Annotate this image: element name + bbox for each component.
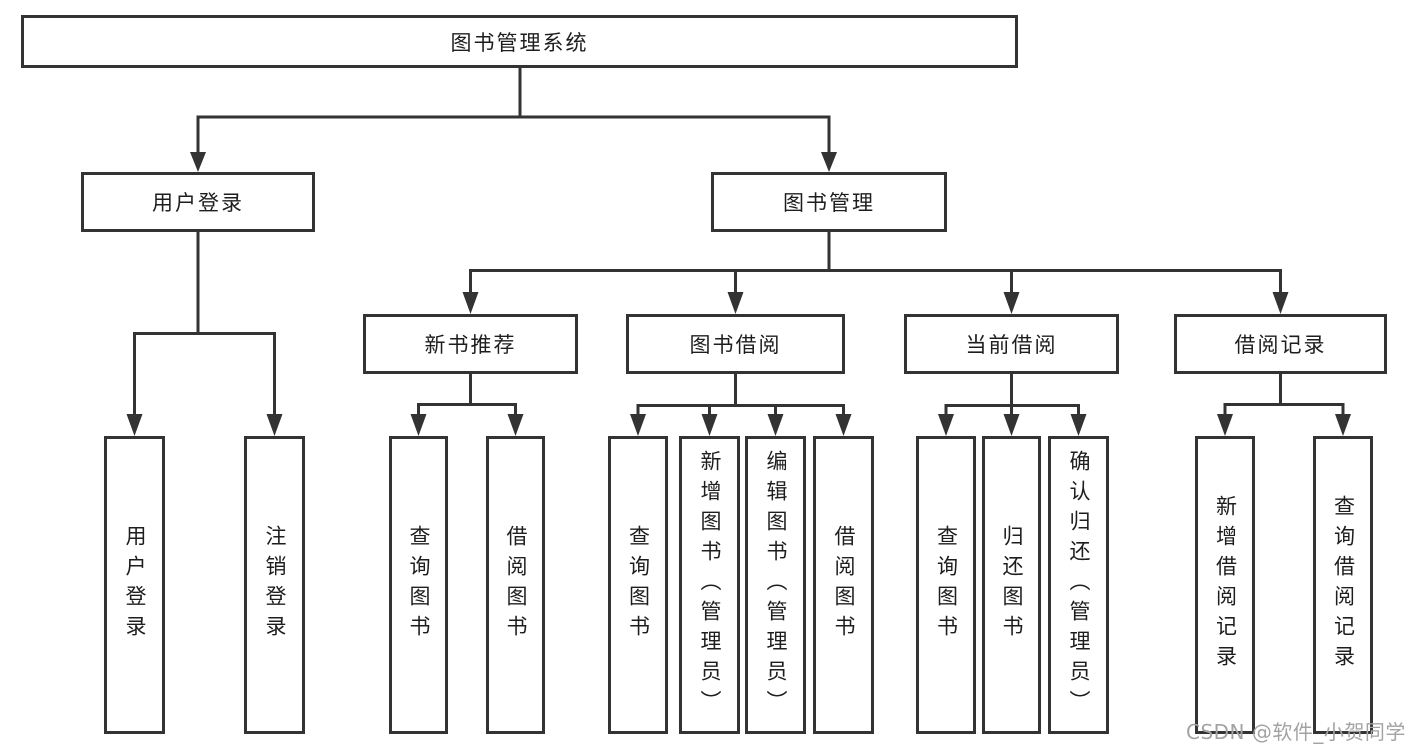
node-label: 编辑图书（管理员） (764, 450, 788, 720)
node-leaf-borrow-books-borrowing: 借阅图书 (813, 436, 874, 734)
node-label: 图书管理系统 (450, 30, 589, 55)
node-leaf-query-books-current: 查询图书 (916, 436, 976, 734)
node-label: 查询图书 (626, 525, 651, 645)
node-label: 查询图书 (934, 525, 959, 645)
node-leaf-user-login: 用户登录 (104, 436, 165, 734)
node-label: 确认归还（管理员） (1067, 450, 1091, 720)
node-borrowing-records: 借阅记录 (1174, 314, 1387, 374)
node-leaf-borrow-books-recommend: 借阅图书 (486, 436, 545, 734)
node-label: 注销登录 (263, 525, 287, 645)
node-label: 借阅记录 (1234, 333, 1327, 357)
connector-root-to-level2 (190, 64, 837, 172)
node-label: 图书借阅 (689, 333, 782, 357)
node-label: 借阅图书 (832, 525, 856, 645)
node-label: 新增借阅记录 (1213, 495, 1238, 675)
node-new-book-recommendation: 新书推荐 (363, 314, 578, 374)
node-label: 查询借阅记录 (1331, 495, 1356, 675)
node-leaf-add-borrow-record: 新增借阅记录 (1195, 436, 1255, 734)
node-label: 当前借阅 (965, 333, 1058, 357)
connector-user-login-to-leaves (126, 228, 283, 436)
node-leaf-confirm-return-admin: 确认归还（管理员） (1048, 436, 1109, 734)
node-user-login: 用户登录 (81, 172, 315, 232)
connector-borrowing-records-to-leaves (1217, 370, 1351, 436)
node-library-management-system: 图书管理系统 (21, 15, 1018, 68)
node-label: 新增图书（管理员） (698, 450, 722, 720)
node-leaf-query-books-borrowing: 查询图书 (608, 436, 668, 734)
node-leaf-query-borrow-record: 查询借阅记录 (1313, 436, 1373, 734)
node-label: 图书管理 (783, 191, 875, 215)
node-label: 用户登录 (123, 525, 147, 645)
connector-book-management-to-level3 (462, 228, 1289, 314)
node-label: 查询图书 (407, 525, 431, 645)
node-leaf-add-books-admin: 新增图书（管理员） (679, 436, 740, 734)
csdn-watermark: CSDN @软件_小贺同学 (1186, 720, 1405, 744)
node-leaf-edit-books-admin: 编辑图书（管理员） (745, 436, 806, 734)
node-label: 新书推荐 (424, 333, 517, 357)
node-label: 用户登录 (152, 191, 244, 215)
node-label: 归还图书 (1000, 525, 1024, 645)
node-current-borrowing: 当前借阅 (904, 314, 1119, 374)
node-leaf-return-books: 归还图书 (982, 436, 1041, 734)
connector-new-book-to-leaves (410, 370, 524, 436)
node-book-management: 图书管理 (711, 172, 947, 232)
node-label: 借阅图书 (504, 525, 528, 645)
node-leaf-logout: 注销登录 (244, 436, 305, 734)
node-book-borrowing: 图书借阅 (626, 314, 845, 374)
connector-book-borrowing-to-leaves (630, 370, 852, 436)
connector-current-borrowing-to-leaves (938, 370, 1087, 436)
node-leaf-query-books-recommend: 查询图书 (389, 436, 448, 734)
